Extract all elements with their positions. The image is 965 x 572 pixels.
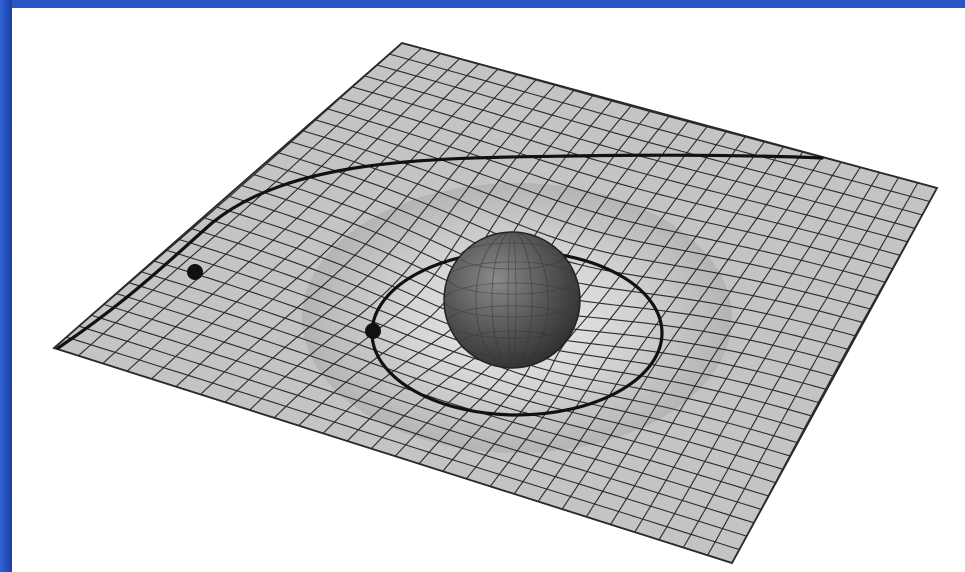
illustration-panel [12, 8, 965, 572]
slide-left-edge [0, 0, 12, 572]
spacetime-curvature-illustration [12, 8, 965, 572]
trajectory-body-dot [187, 264, 203, 280]
central-mass [444, 232, 580, 368]
orbiting-body-dot [365, 323, 381, 339]
